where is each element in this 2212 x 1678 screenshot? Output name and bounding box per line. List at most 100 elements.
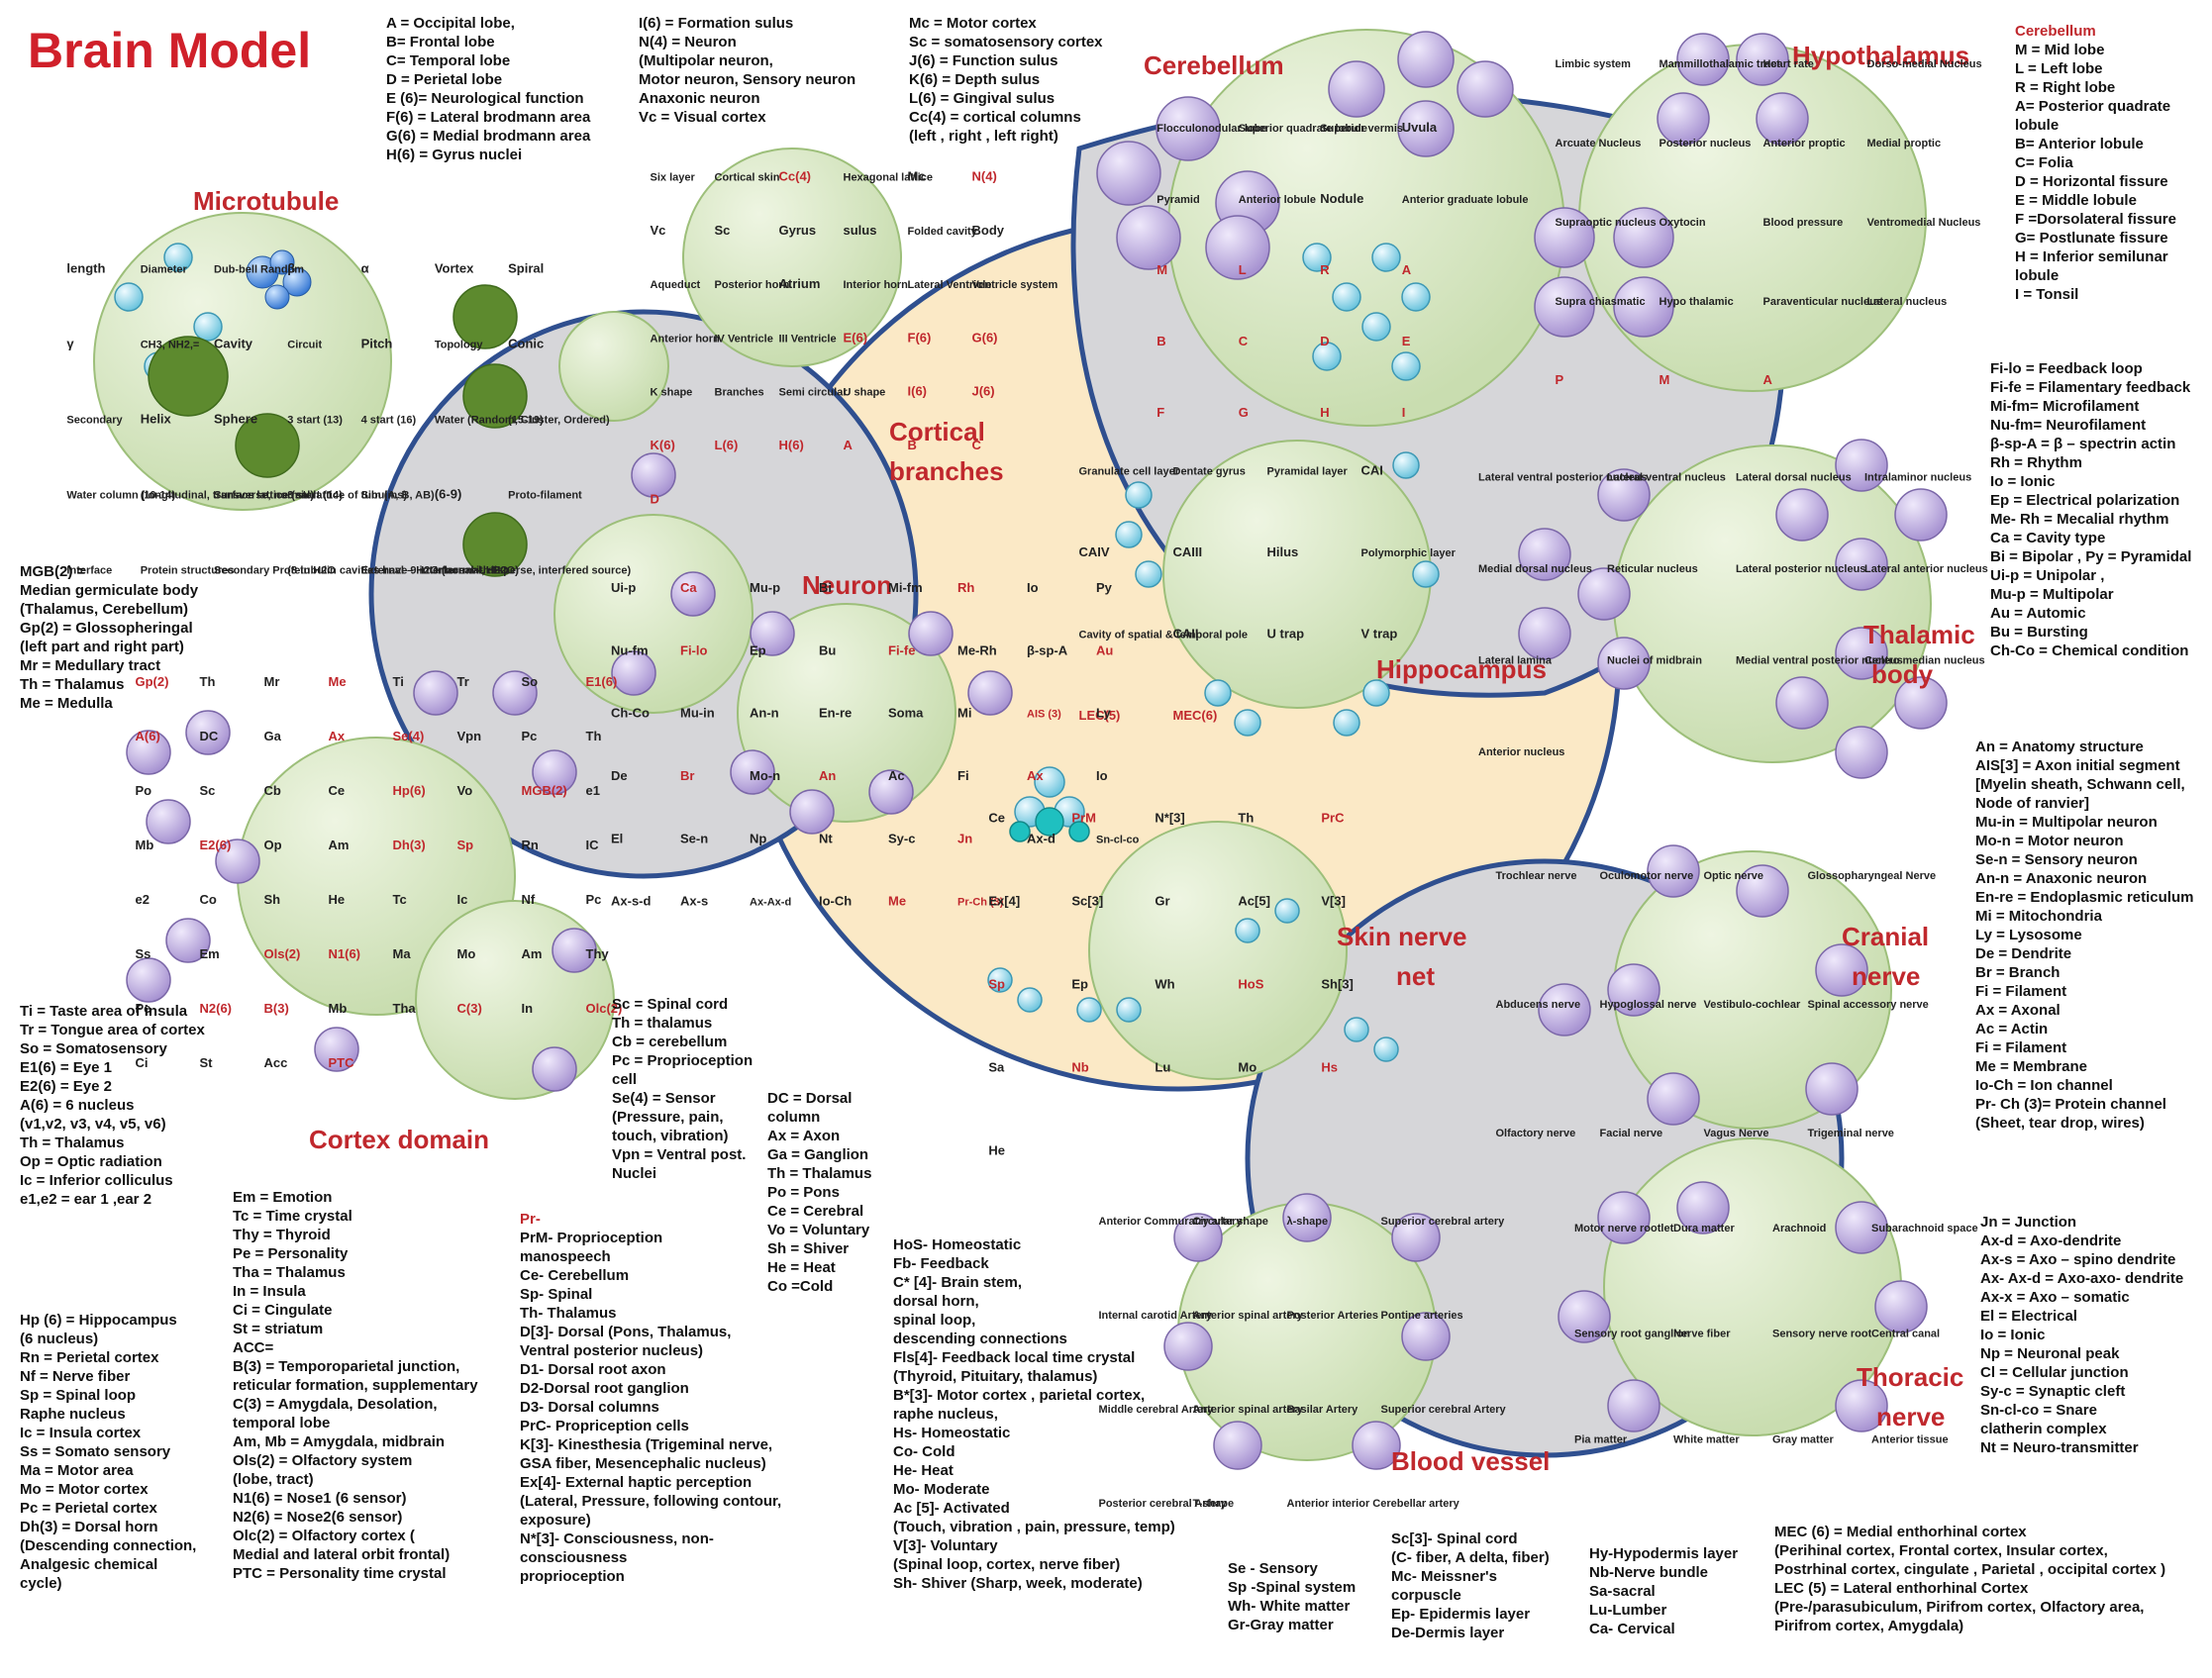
node-label-cortical: Anterior horn: [651, 333, 721, 345]
legend-line: Vpn = Ventral post.: [612, 1146, 747, 1163]
node-label-thoracic: Nerve fiber: [1673, 1329, 1731, 1340]
node-label-skin: Ex[4]: [988, 893, 1020, 908]
node-label-thoracic: Pia matter: [1574, 1433, 1628, 1445]
legend-line: cell: [612, 1071, 638, 1088]
legend-line: (Touch, vibration , pain, pressure, temp…: [893, 1519, 1175, 1535]
node-label-cerebellum: F: [1156, 405, 1164, 420]
node-label-cortex: St: [200, 1055, 214, 1070]
legend-line: Ventral posterior nucleus): [520, 1342, 704, 1359]
node-label-cortex: Ci: [136, 1055, 149, 1070]
node-label-microtubule: Water (Random, Cluster, Ordered): [435, 415, 610, 427]
node-label-skin: PrM: [1071, 810, 1096, 825]
node-label-hypothalamus: Posterior nucleus: [1659, 138, 1752, 149]
node-label-cerebellum: H: [1320, 405, 1329, 420]
node-label-thalamic: Anterior nucleus: [1478, 746, 1564, 758]
node-label-cerebellum: R: [1320, 262, 1330, 277]
blue-cluster: [246, 249, 312, 310]
legend-line: Ax-d = Axo-dendrite: [1980, 1233, 2122, 1249]
node-label-skin: V[3]: [1321, 893, 1346, 908]
node-label-cortex: IC: [586, 838, 600, 852]
legend-line: Mi = Mitochondria: [1975, 908, 2102, 925]
legend-line: Bi = Bipolar , Py = Pyramidal: [1990, 548, 2192, 565]
node-label-neuron: Rh: [957, 580, 974, 595]
node-label-cerebellum: A: [1402, 262, 1412, 277]
node-label-cortex: MGB(2): [522, 783, 567, 798]
node-label-cortex: Co: [200, 892, 217, 907]
legend-line: [Myelin sheath, Schwann cell,: [1975, 776, 2185, 793]
node-label-thalamic: Lateral ventral nucleus: [1607, 472, 1726, 484]
node-label-neuron: Bi: [819, 580, 832, 595]
node-label-cortex: Ss: [136, 946, 151, 961]
legend-line: MGB(2) =: [20, 563, 86, 580]
legend-line: M = Mid lobe: [2015, 42, 2105, 58]
section-hypothalamus: Hypothalamus: [1792, 41, 1969, 70]
legend-line: (lobe, tract): [233, 1471, 314, 1488]
legend-line: Nu-fm= Neurofilament: [1990, 417, 2147, 434]
node-label-cortical: Gyrus: [779, 223, 817, 238]
section-cerebellum: Cerebellum: [1144, 50, 1284, 80]
node-label-cerebellum: Superior vermis: [1320, 123, 1403, 135]
node-label-neuron: Jn: [957, 831, 972, 845]
legend-line: D3- Dorsal columns: [520, 1399, 659, 1416]
legend-line: An = Anatomy structure: [1975, 739, 2144, 755]
node-label-microtubule: length: [66, 261, 105, 276]
legend-line: Sh = Shiver: [767, 1240, 850, 1257]
node-label-microtubule: Diameter: [141, 264, 188, 276]
node-label-skin: Ce: [988, 810, 1005, 825]
section-cortical-branches-2: branches: [889, 456, 1004, 486]
legend-line: Ex[4]- External haptic perception: [520, 1474, 753, 1491]
node-label-cortex: Sc: [200, 783, 216, 798]
node-label-microtubule: Proto-filament: [508, 490, 582, 502]
legend-line: Mc- Meissner's: [1391, 1568, 1497, 1585]
node-label-neuron: Fi: [957, 768, 969, 783]
node-label-hypothalamus: Heart rate: [1763, 58, 1814, 70]
node-label-cortex: Pe: [136, 1001, 151, 1016]
node-label-cortex: Pc: [586, 892, 602, 907]
legend-line: dorsal horn,: [893, 1293, 979, 1310]
legend-sc3: Sc[3]- Spinal cord(C- fiber, A delta, fi…: [1391, 1530, 1550, 1642]
legend-line: Nuclei: [612, 1165, 657, 1182]
node-label-blood: Middle cerebral Artery: [1099, 1404, 1215, 1416]
legend-line: Ax-x = Axo – somatic: [1980, 1289, 2130, 1306]
legend-line: Fi = Filament: [1975, 983, 2067, 1000]
node-label-cortex: So: [522, 674, 539, 689]
node-label-cortical: IV Ventricle: [715, 333, 773, 345]
node-label-cortical: Interior horn: [844, 279, 909, 291]
node-label-hypothalamus: Limbic system: [1556, 58, 1632, 70]
node-label-hippocampus: CAIV: [1079, 544, 1110, 559]
node-label-neuron: Nu-fm: [611, 642, 649, 657]
legend-line: Mo = Motor cortex: [20, 1481, 149, 1498]
legend-line: Nt = Neuro-transmitter: [1980, 1439, 2139, 1456]
node-label-microtubule: Circuit: [287, 340, 322, 351]
node-label-hypothalamus: Paraventicular nucleus: [1763, 296, 1882, 308]
node-label-cortex: Cb: [264, 783, 281, 798]
node-label-microtubule: β: [287, 261, 295, 276]
legend-line: N*[3]- Consciousness, non-: [520, 1530, 714, 1547]
node-label-neuron: Me: [888, 894, 906, 909]
node-label-neuron: β-sp-A: [1027, 642, 1068, 657]
node-label-neuron: Ax: [1027, 768, 1044, 783]
cyan-nodes: [114, 243, 1440, 1062]
legend-line: (v1,v2, v3, v4, v5, v6): [20, 1116, 166, 1133]
legend-line: Pc = Proprioception: [612, 1052, 754, 1069]
node-label-neuron: Pr-Ch (3): [957, 897, 1004, 909]
node-label-thoracic: Subarachnoid space: [1871, 1223, 1978, 1234]
node-label-cortex: E1(6): [586, 674, 618, 689]
node-label-thalamic: Medial dorsal nucleus: [1478, 563, 1592, 575]
legend-line: D = Perietal lobe: [386, 71, 503, 88]
node-label-cranial: Hypoglossal nerve: [1600, 999, 1697, 1011]
node-label-cortical: Branches: [715, 387, 764, 399]
ion-channel-cells: [1009, 807, 1090, 842]
node-label-skin: Sa: [988, 1059, 1005, 1074]
node-label-neuron: Ax-s: [680, 894, 708, 909]
node-label-cortex: Ic: [457, 892, 468, 907]
legend-line: Ma = Motor area: [20, 1462, 134, 1479]
node-label-cortex: E2(6): [200, 838, 232, 852]
